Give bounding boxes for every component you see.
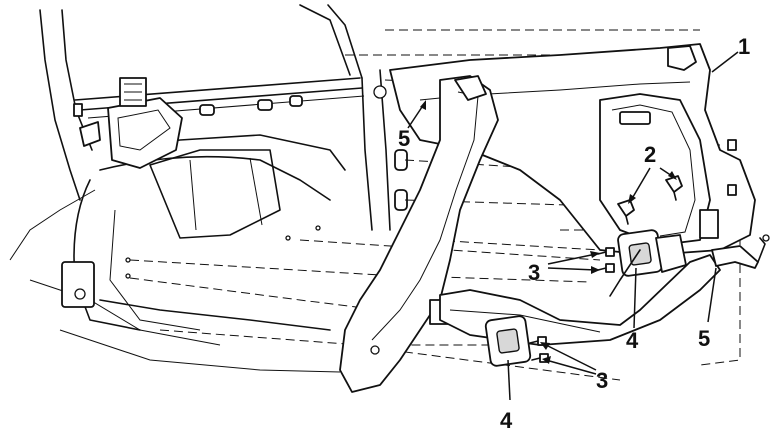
callout-4-lower: 4 <box>500 408 513 433</box>
belt-guide-lower <box>484 315 532 367</box>
callout-3-lower: 3 <box>596 368 608 393</box>
lower-sill-trim <box>439 254 721 346</box>
top-clip <box>667 45 697 71</box>
callout-4-upper: 4 <box>626 328 639 353</box>
belt-anchor-bracket <box>609 234 770 297</box>
callout-5-right: 5 <box>698 326 710 351</box>
belt-guide-upper <box>617 229 687 277</box>
callout-labels: 1 2 3 3 4 4 5 5 <box>398 34 750 433</box>
taillight-housing <box>61 261 95 308</box>
callout-1: 1 <box>738 34 750 59</box>
callout-5-upper: 5 <box>398 126 410 151</box>
leader-lines <box>407 51 739 401</box>
vehicle-body-outline <box>9 4 408 373</box>
panel-slot <box>699 209 719 239</box>
belt-retractor <box>107 97 183 169</box>
trim-clips <box>617 175 683 225</box>
callout-3-upper: 3 <box>528 260 540 285</box>
callout-2: 2 <box>644 142 656 167</box>
